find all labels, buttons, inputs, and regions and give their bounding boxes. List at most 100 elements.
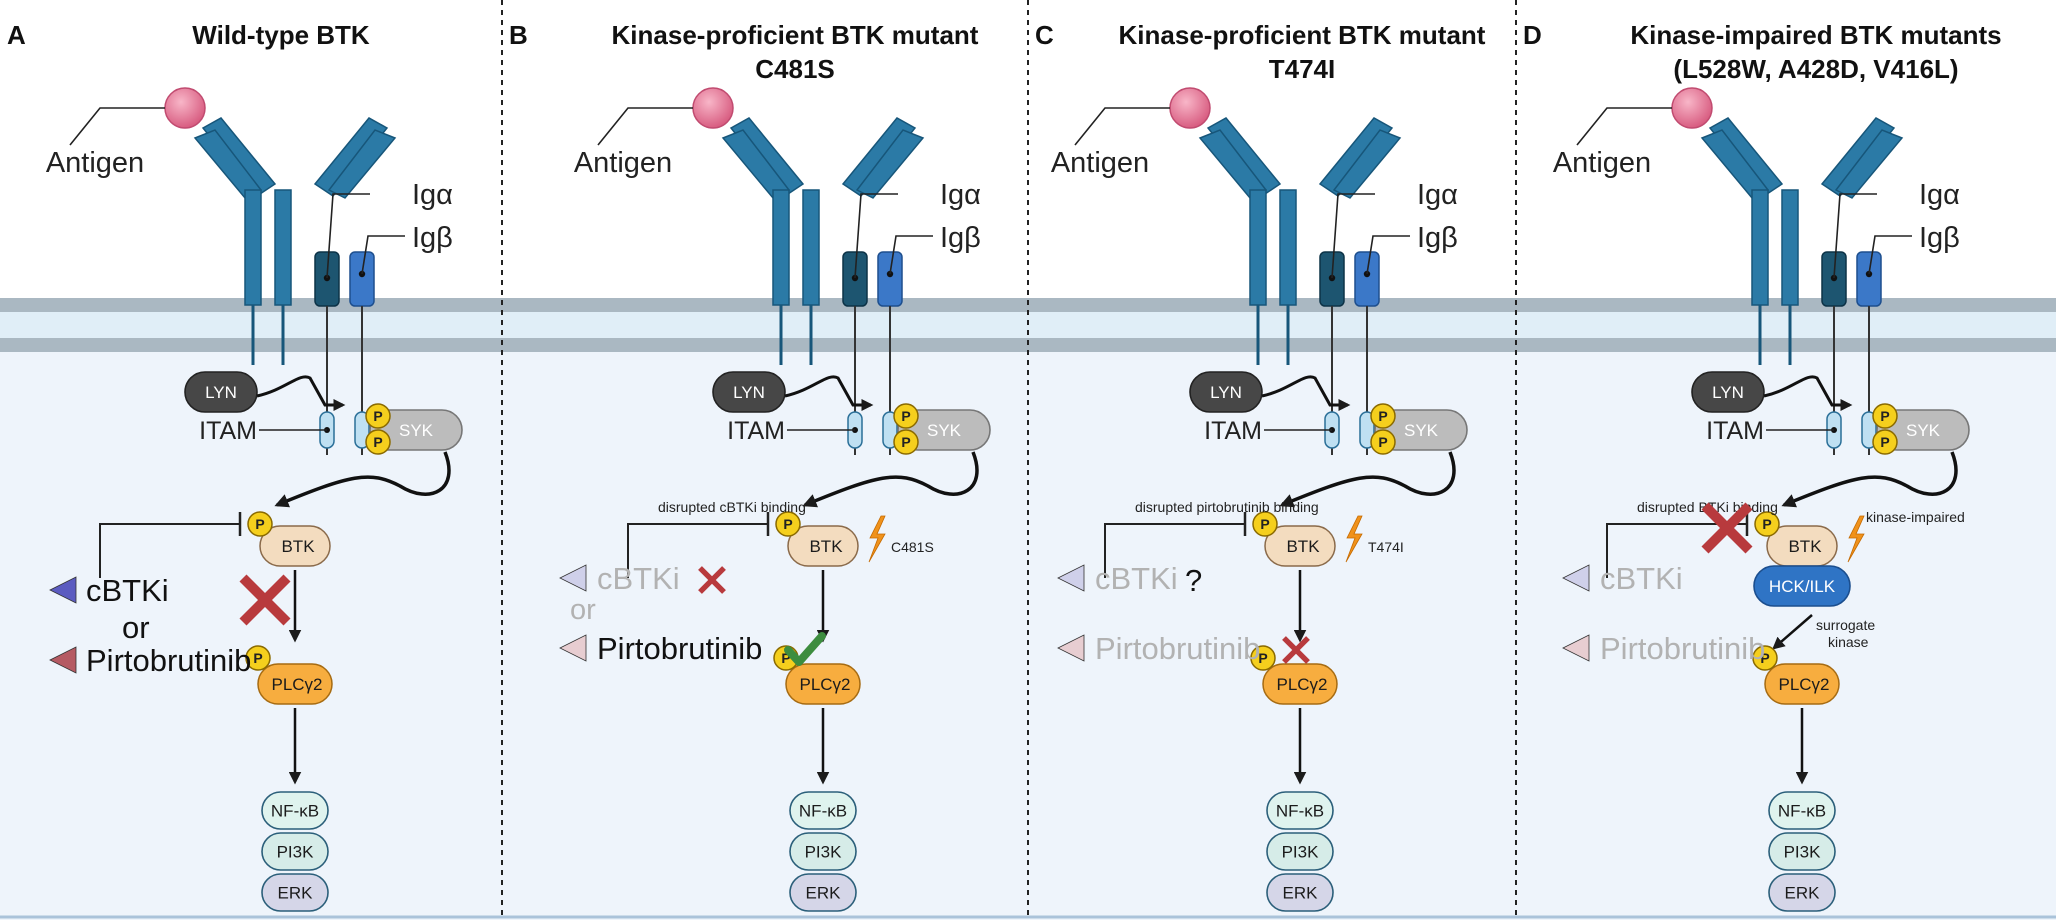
btk-phospho: P [775,511,801,537]
syk-phospho-top-label: P [373,408,382,424]
syk-phospho-bottom-circle [1370,429,1396,455]
downstream-erk: ERK [261,873,329,912]
downstream-pi3k-label: PI3K [277,843,315,862]
pirtobrutinib-check-icon [784,632,826,666]
inhibition-line [1606,523,1747,578]
downstream-pi3k-shape [789,832,857,871]
panel-title-line: T474I [1269,54,1336,84]
surrogate-caption: surrogate [1816,617,1875,633]
downstream-erk-label: ERK [278,884,314,903]
lyn-kinase: LYN [1691,371,1765,413]
cbtki-triangle-icon [49,576,77,604]
syk-phospho-bottom-label: P [1880,434,1889,450]
btk-kinase [787,525,859,567]
panel-title-line: Kinase-impaired BTK mutants [1630,20,2001,50]
downstream-nfkb-label: NF-κB [271,802,319,821]
downstream-pi3k-shape [1266,832,1334,871]
plcg2-phospho: P [1752,645,1778,671]
lyn-activation-arrow [1763,375,1853,411]
downstream-pi3k-shape [261,832,329,871]
btk-phospho-circle [247,511,273,537]
ig-alpha-label: Igα [412,179,453,211]
syk-to-btk-arrow [1279,451,1456,508]
downstream-nfkb-label: NF-κB [1778,802,1826,821]
ig-alpha-label: Igα [1417,179,1458,211]
syk-kinase-label: SYK [927,421,962,440]
lyn-kinase-shape [184,371,258,413]
antigen-label: Antigen [46,147,144,179]
antigen-leader-line [69,107,165,146]
antibody-stem-left [1751,189,1769,306]
antibody-stem-left [1249,189,1267,306]
downstream-pi3k-shape [1768,832,1836,871]
downstream-nfkb: NF-κB [789,791,857,830]
panel-d: D Kinase-impaired BTK mutants (L528W, A428… [1523,20,2002,912]
downstream-erk-shape [261,873,329,912]
hck-ilk-surrogate-kinase: HCK/ILK [1753,565,1851,607]
antigen-leader-line [1074,107,1170,146]
ig-beta-leader [1366,235,1410,275]
syk-to-btk-arrow [802,451,979,508]
itam-label: ITAM [727,417,785,445]
ig-beta-domain [1354,251,1380,307]
btk-phospho-label: P [1762,516,1771,532]
ig-alpha-leader [854,193,898,279]
lyn-kinase-label: LYN [205,383,237,402]
syk-kinase-shape [1374,409,1468,451]
hck-ilk-surrogate-kinase-label: HCK/ILK [1769,577,1836,596]
antigen-particle [1671,87,1713,129]
syk-kinase-label: SYK [1404,421,1439,440]
cell-membrane-outer [0,298,2056,312]
binding-blocked-cross-stroke-b [1701,502,1753,554]
ig-beta-label: Igβ [1417,222,1458,254]
lyn-kinase-shape [712,371,786,413]
btk-phospho-circle [1754,511,1780,537]
pirtobrutinib-label: Pirtobrutinib [1600,631,1765,666]
syk-phospho-top-circle [365,403,391,429]
downstream-nfkb: NF-κB [261,791,329,830]
itam-ig-beta [1359,411,1375,449]
syk-phospho-top-circle [1370,403,1396,429]
btk-blocked-cross-stroke-b [239,574,291,626]
syk-kinase-shape [897,409,991,451]
bcr-antibody [193,117,397,365]
btk-phospho-label: P [783,516,792,532]
syk-phospho-bottom: P [365,429,391,455]
mutation-lightning-icon [1847,515,1865,563]
panel-title-line: Kinase-proficient BTK mutant [612,20,979,50]
lyn-activation-arrow [1261,375,1351,411]
downstream-pi3k-label: PI3K [1784,843,1822,862]
itam-ig-beta [354,411,370,449]
syk-kinase-label: SYK [399,421,434,440]
btk-kinase [1264,525,1336,567]
ig-alpha-leader [1833,193,1877,279]
antibody-arm-right [1332,129,1402,199]
plcg2-phospho-label: P [781,650,790,666]
ig-beta-label: Igβ [412,222,453,254]
plcg2-enzyme [257,663,333,705]
btk-phospho-label: P [255,516,264,532]
pirtobrutinib-triangle-icon [1057,634,1085,662]
antigen-label: Antigen [1051,147,1149,179]
plcg2-enzyme [785,663,861,705]
ig-beta-domain [1856,251,1882,307]
syk-phospho-top: P [365,403,391,429]
downstream-erk-label: ERK [1785,884,1821,903]
syk-phospho-top-circle [893,403,919,429]
antibody-arm-right [855,129,925,199]
plcg2-phospho: P [245,645,271,671]
ig-beta-leader [889,235,933,275]
cbtki-cross-stroke-b [698,566,726,594]
lyn-activation-arrow [784,375,874,411]
btk-label: BTK [1788,537,1822,556]
syk-kinase: SYK [1876,409,1970,451]
itam-label: ITAM [199,417,257,445]
panel-title-line: (L528W, A428D, V416L) [1673,54,1958,84]
bcr-antibody [1700,117,1904,365]
panel-letter: A [7,20,26,50]
or-label: or [570,594,596,626]
panel-letter: D [1523,20,1542,50]
